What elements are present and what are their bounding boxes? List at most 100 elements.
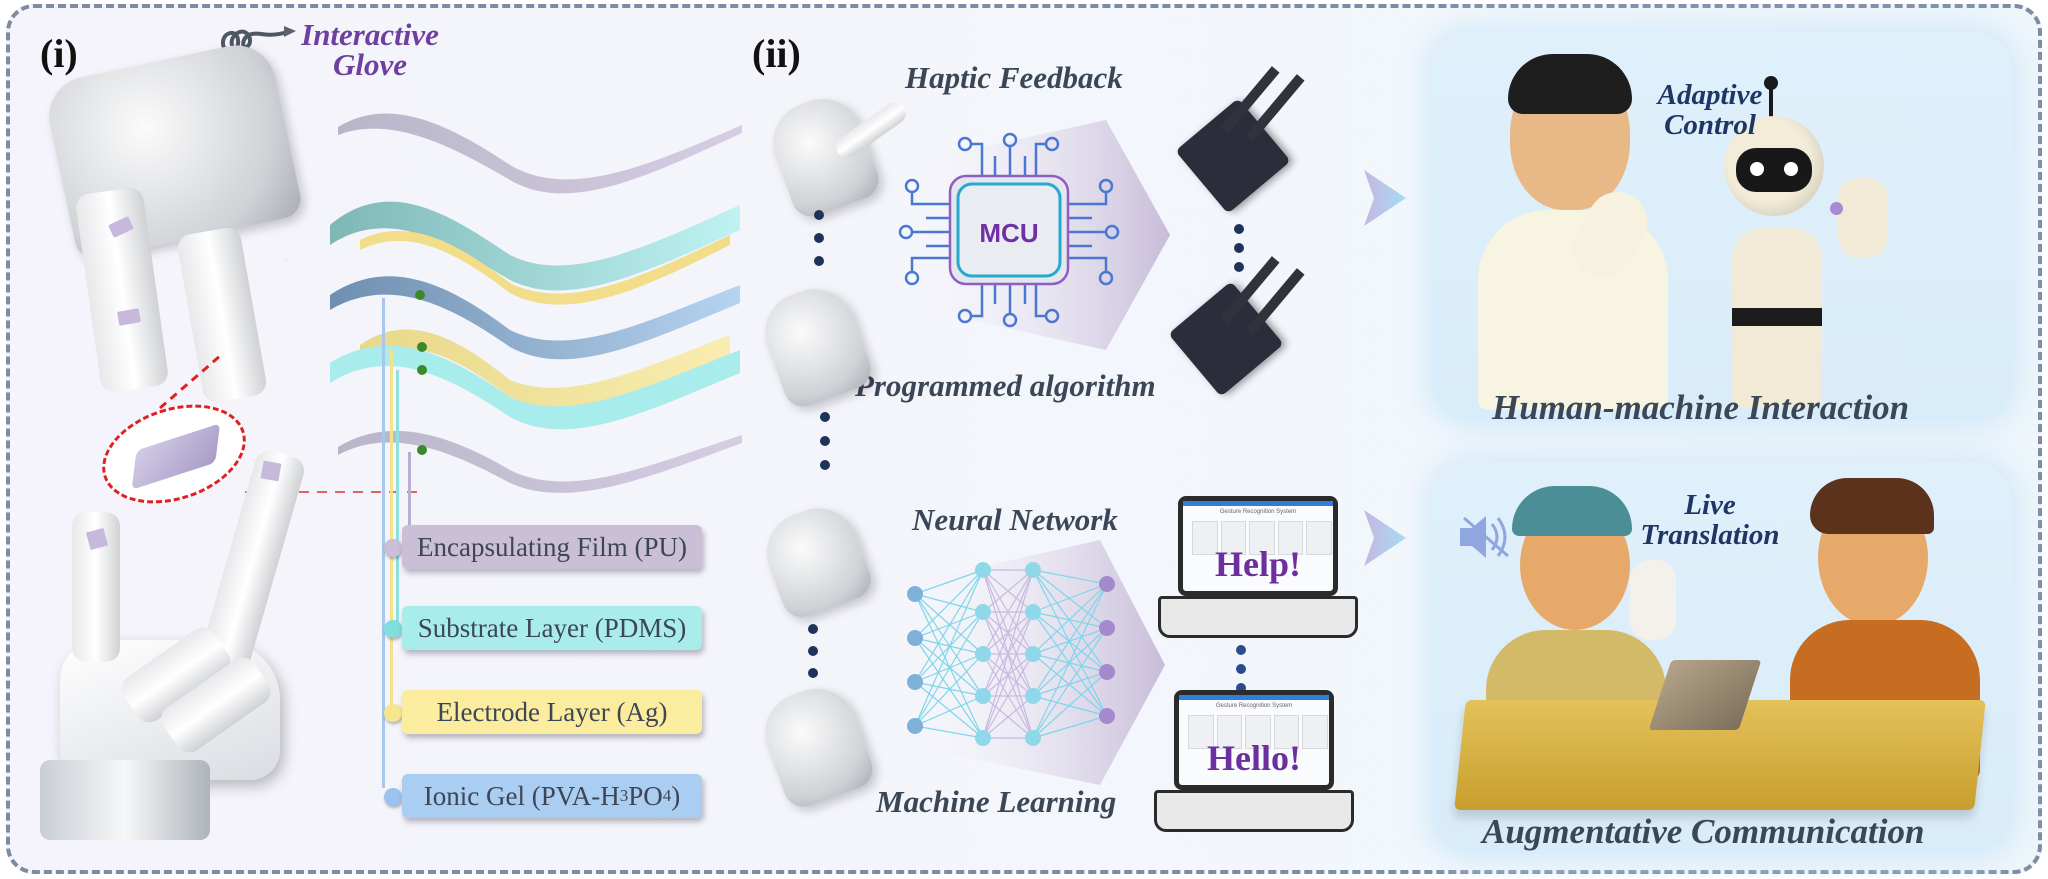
nn-connection	[1032, 715, 1108, 739]
layer-ionic-gel	[330, 276, 740, 360]
nn-node	[907, 674, 923, 690]
app-title: Gesture Recognition System	[1219, 509, 1297, 515]
nn-connection	[914, 695, 984, 727]
nn-connection	[1032, 569, 1108, 673]
nn-node	[1025, 646, 1041, 662]
nn-connection	[1032, 671, 1108, 739]
nn-connection	[1032, 583, 1108, 655]
nn-connection	[914, 593, 984, 613]
layer-dot	[384, 539, 402, 557]
robot-waist	[1732, 308, 1822, 326]
baseball-cap	[1512, 486, 1632, 536]
signal-panel	[1192, 521, 1218, 555]
nn-connection	[1032, 653, 1108, 673]
signal-panel	[1277, 521, 1303, 555]
nn-connection	[982, 569, 1034, 697]
nn-connection	[914, 569, 984, 683]
nn-connection	[982, 695, 1034, 739]
ellipsis-dot	[820, 460, 830, 470]
nn-connection	[1032, 569, 1108, 585]
purple-ball	[1830, 202, 1843, 215]
layer-label-encapsulating-film: Encapsulating Film (PU)	[402, 525, 702, 569]
nn-node	[975, 562, 991, 578]
signal-panel	[1188, 715, 1214, 749]
recognized-word: Help!	[1215, 544, 1301, 584]
glove-title-line1: Interactive	[301, 17, 439, 52]
nn-connection	[914, 637, 984, 655]
ellipsis-dot	[814, 233, 824, 243]
layer-electrode-top	[360, 230, 730, 305]
glove-title: Interactive Glove	[290, 17, 450, 82]
layer-label-electrode: Electrode Layer (Ag)	[402, 690, 702, 734]
nn-connection	[982, 611, 1034, 739]
nn-connection	[1032, 569, 1108, 717]
layer-substrate-bottom	[330, 345, 740, 430]
robot-antenna	[1764, 76, 1778, 90]
sensor-layer-stack	[330, 113, 742, 493]
nn-connection	[914, 725, 984, 739]
nn-connection	[1032, 611, 1108, 673]
nn-node	[1025, 730, 1041, 746]
layer-substrate-top	[330, 201, 740, 291]
nn-connection	[914, 569, 984, 727]
nn-node	[1099, 620, 1115, 636]
nn-connection	[1032, 583, 1108, 697]
nn-node	[1025, 604, 1041, 620]
ionic-gel-mid: PO	[628, 780, 663, 811]
nn-connection	[1032, 611, 1108, 717]
signal-panel	[1220, 521, 1246, 555]
laptop-keyboard	[1158, 596, 1358, 638]
laptop-screen: Gesture Recognition System Help!	[1178, 496, 1338, 596]
neural-network-diagram	[907, 562, 1115, 746]
speaker-muted-icon	[1460, 516, 1509, 558]
ellipsis-dot	[1234, 262, 1244, 272]
glove-title-line2: Glove	[332, 47, 408, 82]
nn-connection	[982, 569, 1034, 739]
app-title: Gesture Recognition System	[1215, 703, 1293, 709]
callout-line-substrate	[396, 370, 399, 625]
laptop-screen: Gesture Recognition System Hello!	[1174, 690, 1334, 790]
nn-connection	[914, 637, 984, 697]
panel-i-label: (i)	[40, 31, 78, 76]
nn-connection	[914, 593, 984, 655]
ionic-gel-prefix: Ionic Gel (PVA-H	[423, 780, 620, 811]
layer-label-substrate: Substrate Layer (PDMS)	[402, 606, 702, 650]
ionic-gel-suffix: )	[671, 780, 681, 811]
scene-title-hmi: Human-machine Interaction	[1492, 388, 1910, 427]
nn-node	[1025, 688, 1041, 704]
layer-electrode-bottom	[360, 329, 730, 408]
gloved-hand-ok-sign	[1630, 560, 1676, 640]
nn-connection	[914, 681, 984, 739]
mcu-chip-label: MCU	[979, 218, 1039, 248]
ellipsis-dot	[1236, 645, 1246, 655]
laptop-keyboard	[1154, 790, 1354, 832]
nn-node	[1025, 562, 1041, 578]
layer-dot	[384, 620, 402, 638]
robot-hand	[1838, 178, 1888, 258]
human-hair	[1508, 54, 1632, 114]
nn-connection	[914, 681, 984, 697]
nn-connection	[1032, 583, 1108, 613]
person-hair	[1810, 478, 1934, 534]
scene-title-communication: Augmentative Communication	[1482, 812, 1925, 851]
wire-coil-icon	[220, 26, 296, 51]
ellipsis-dot	[808, 646, 818, 656]
ellipsis-dot	[1236, 664, 1246, 674]
nn-connection	[914, 653, 984, 727]
caption-line1: Live	[1684, 489, 1736, 521]
ellipsis-dot	[820, 412, 830, 422]
ionic-gel-sub1: 3	[619, 786, 629, 805]
nn-connection	[1032, 653, 1108, 717]
nn-connection	[914, 593, 984, 739]
nn-connection	[1032, 627, 1108, 739]
layer-dot	[384, 788, 402, 806]
nn-connection	[1032, 695, 1108, 717]
layer-dot	[384, 704, 402, 722]
nn-node	[975, 646, 991, 662]
nn-node	[1099, 664, 1115, 680]
nn-connection	[1032, 569, 1108, 629]
signal-panel	[1302, 715, 1328, 749]
nn-node	[975, 688, 991, 704]
callout-line-electrode	[390, 350, 393, 710]
